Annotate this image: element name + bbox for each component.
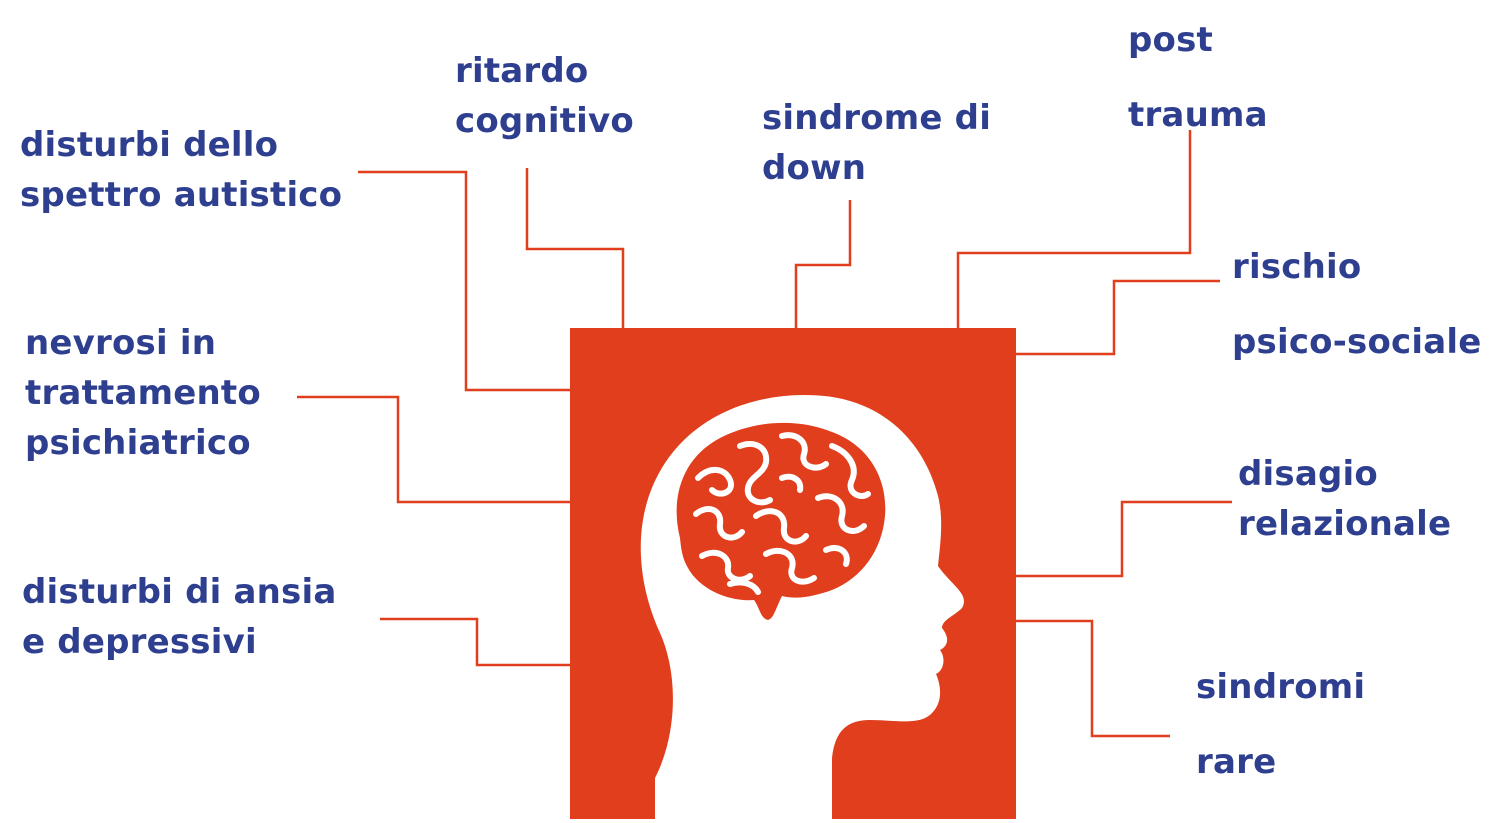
label-line: disturbi dello xyxy=(20,125,279,165)
label-line: relazionale xyxy=(1238,504,1452,544)
connector-neurosis xyxy=(297,395,570,504)
label-line: post xyxy=(1128,20,1213,60)
connector-cognitive xyxy=(525,168,625,328)
label-line: ritardo xyxy=(455,51,589,91)
label-line: trattamento xyxy=(25,373,261,413)
head-with-brain-icon xyxy=(570,328,1016,819)
label-line: down xyxy=(762,148,867,188)
label-anxiety-depressive-disorders: disturbi di ansia e depressivi xyxy=(22,567,337,667)
connector-down xyxy=(794,200,852,328)
label-line: rare xyxy=(1196,742,1277,782)
label-relational-distress: disagio relazionale xyxy=(1238,449,1451,549)
label-line: e depressivi xyxy=(22,622,257,662)
connector-relational xyxy=(1016,500,1232,578)
label-neurosis-psychiatric-treatment: nevrosi in trattamento psichiatrico xyxy=(25,318,261,468)
connector-trauma xyxy=(956,130,1192,328)
connector-psychosocial xyxy=(1016,279,1220,356)
label-line: psico-sociale xyxy=(1232,322,1482,362)
label-autism-spectrum-disorders: disturbi dello spettro autistico xyxy=(20,120,342,220)
label-line: psichiatrico xyxy=(25,423,251,463)
label-down-syndrome: sindrome di down xyxy=(762,93,991,193)
center-head-box xyxy=(570,328,1016,819)
label-rare-syndromes: sindromi rare xyxy=(1196,650,1365,800)
connector-anxiety xyxy=(380,617,570,667)
label-cognitive-delay: ritardo cognitivo xyxy=(455,46,634,146)
label-line: rischio xyxy=(1232,247,1362,287)
label-line: spettro autistico xyxy=(20,175,343,215)
label-line: disturbi di ansia xyxy=(22,572,337,612)
label-line: sindrome di xyxy=(762,98,992,138)
label-line: nevrosi in xyxy=(25,323,217,363)
label-line: sindromi xyxy=(1196,667,1366,707)
label-line: cognitivo xyxy=(455,101,634,141)
label-line: disagio xyxy=(1238,454,1378,494)
label-psychosocial-risk: rischio psico-sociale xyxy=(1232,230,1482,380)
connector-rare xyxy=(1016,619,1170,738)
label-line: trauma xyxy=(1128,95,1268,135)
label-post-trauma: post trauma xyxy=(1128,3,1268,153)
connector-autism xyxy=(358,170,570,392)
